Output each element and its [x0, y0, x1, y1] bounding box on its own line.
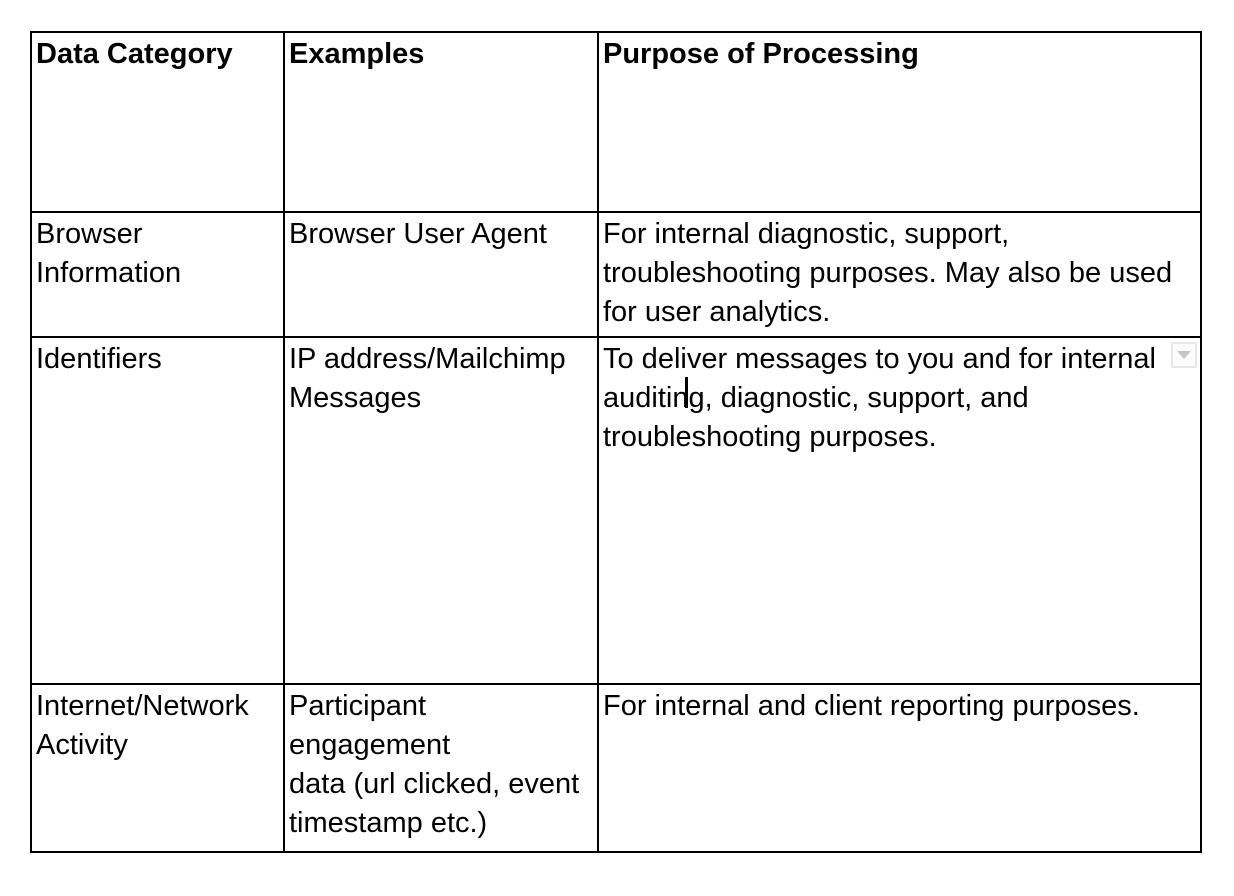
cell-examples-browser-user-agent[interactable]: Browser User Agent [283, 211, 599, 338]
cell-examples-participant-engagement[interactable]: Participant engagement data (url clicked… [283, 683, 599, 853]
header-cell-purpose-of-processing[interactable]: Purpose of Processing [597, 31, 1202, 213]
cell-text: To deliver messages to you and for inter… [603, 343, 1156, 453]
cell-category-browser-information[interactable]: Browser Information [30, 211, 285, 338]
data-processing-table: Data Category Examples Purpose of Proces… [30, 31, 1202, 853]
dropdown-button[interactable] [1171, 342, 1197, 368]
header-cell-examples[interactable]: Examples [283, 31, 599, 213]
cell-text: Browser User Agent [289, 218, 547, 250]
cell-purpose-identifiers[interactable]: To deliver messages to you and for inter… [597, 336, 1202, 685]
cell-text: Browser Information [36, 218, 182, 289]
table-row-identifiers: Identifiers IP address/Mailchimp Message… [30, 336, 1202, 685]
cell-category-internet-network-activity[interactable]: Internet/Network Activity [30, 683, 285, 853]
cell-examples-ip-address[interactable]: IP address/Mailchimp Messages [283, 336, 599, 685]
cell-purpose-internet-network-activity[interactable]: For internal and client reporting purpos… [597, 683, 1202, 853]
table-row-internet-network-activity: Internet/Network Activity Participant en… [30, 683, 1202, 853]
cell-text: Participant engagement data (url clicked… [289, 690, 580, 839]
cell-text: For internal and client reporting purpos… [603, 690, 1140, 722]
table-row-browser-information: Browser Information Browser User Agent F… [30, 211, 1202, 338]
cell-text: For internal diagnostic, support, troubl… [603, 218, 1173, 328]
cell-category-identifiers[interactable]: Identifiers [30, 336, 285, 685]
header-label-purpose-of-processing: Purpose of Processing [603, 38, 919, 70]
dropdown-arrow-icon [1177, 351, 1191, 359]
cell-text: Identifiers [36, 343, 162, 375]
cell-purpose-browser-information[interactable]: For internal diagnostic, support, troubl… [597, 211, 1202, 338]
cell-text: IP address/Mailchimp Messages [289, 343, 566, 414]
table-header-row: Data Category Examples Purpose of Proces… [30, 31, 1202, 213]
text-cursor [685, 377, 688, 408]
header-cell-data-category[interactable]: Data Category [30, 31, 285, 213]
header-label-data-category: Data Category [36, 38, 233, 70]
header-label-examples: Examples [289, 38, 425, 70]
cell-text: Internet/Network Activity [36, 690, 249, 761]
